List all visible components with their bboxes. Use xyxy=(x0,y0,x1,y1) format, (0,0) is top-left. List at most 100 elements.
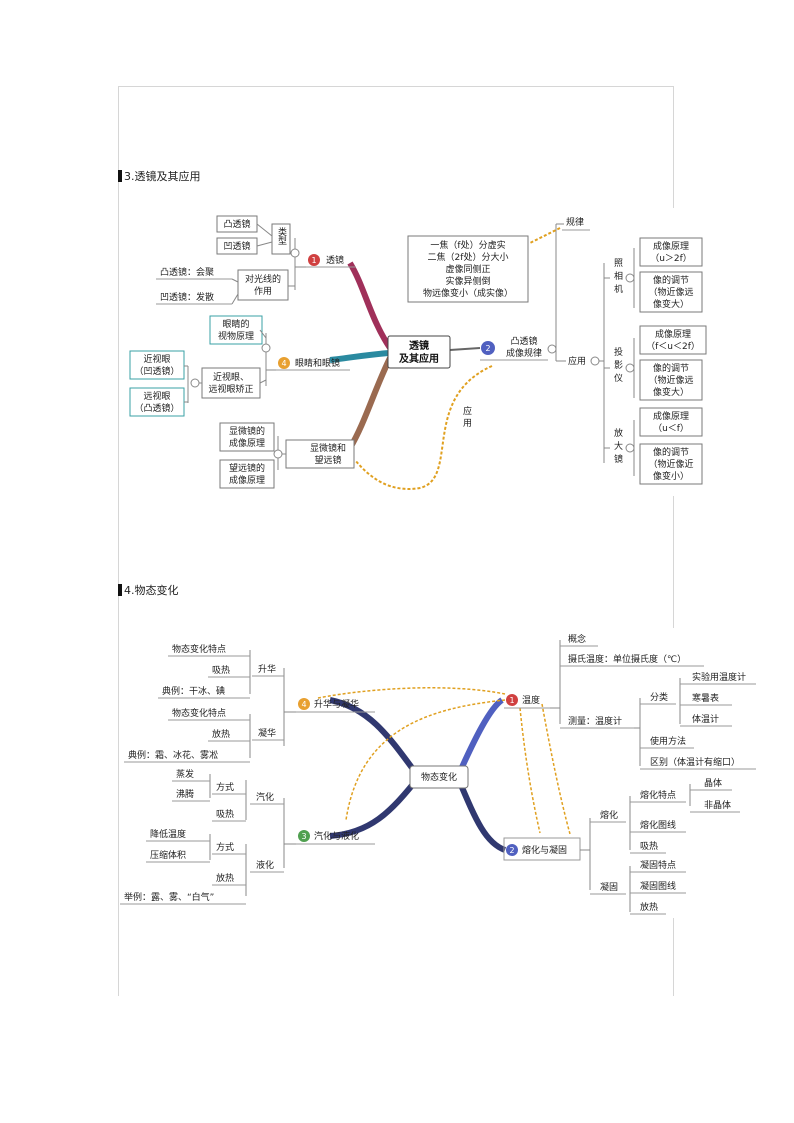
hyperopia-label-2: （凸透镜） xyxy=(134,402,179,414)
section-title-state: 4.物态变化 xyxy=(118,582,179,598)
branch-3-stem xyxy=(347,356,393,450)
branch-4-number: 4 xyxy=(301,700,306,709)
difference-label: 区别（体温计有缩口） xyxy=(650,756,740,768)
magnifier-collapse-icon[interactable] xyxy=(625,443,635,453)
apply-link-text-2: 用 xyxy=(463,418,472,429)
projector-label-3: 仪 xyxy=(614,373,623,384)
branch-4-label: 眼睛和眼镜 xyxy=(295,357,340,369)
magnifier-adjust-1: 像的调节 xyxy=(653,446,689,458)
melt-graph: 熔化图线 xyxy=(640,819,676,831)
apply-collapse-icon[interactable] xyxy=(590,356,600,366)
celsius-label: 摄氏温度：单位摄氏度（℃） xyxy=(568,653,686,665)
rule-label: 规律 xyxy=(566,216,584,228)
arrow-temp-to-vap xyxy=(345,699,506,821)
projector-principle-node xyxy=(639,325,707,355)
b4-link-b xyxy=(259,379,267,384)
frame-right-line xyxy=(673,86,674,996)
apply-arrow xyxy=(354,365,493,490)
effect-node xyxy=(237,269,289,301)
branch-2-label: 熔化与凝固 xyxy=(522,844,567,856)
magnifier-adjust-3: 像变小） xyxy=(653,470,689,482)
melt-heat: 吸热 xyxy=(640,840,658,852)
dep-heat: 放热 xyxy=(212,728,230,740)
compress-label: 压缩体积 xyxy=(150,849,186,861)
branch-4-number-circle xyxy=(298,698,310,710)
clinical-thermometer: 体温计 xyxy=(692,713,719,725)
camera-adjust-1: 像的调节 xyxy=(653,274,689,286)
camera-collapse-icon[interactable] xyxy=(625,273,635,283)
center-label-1: 透镜 xyxy=(409,339,429,352)
camera-principle-2: （u＞2f） xyxy=(650,253,692,264)
myopia-label-1: 近视眼 xyxy=(143,353,170,365)
micro-label-2: 成像原理 xyxy=(229,437,265,449)
branch-3-label-2: 望远镜 xyxy=(314,454,341,466)
correct-collapse-icon[interactable] xyxy=(190,378,200,388)
liquefaction-label: 液化 xyxy=(256,859,274,871)
branch-2-number-circle xyxy=(506,844,518,856)
branch-1-label: 透镜 xyxy=(326,254,344,266)
b4-collapse-icon[interactable] xyxy=(261,343,271,353)
lens-mind-map: .bx { fill:#fff; stroke:#7a7a7a; stroke-… xyxy=(120,208,720,496)
deposition-label: 凝华 xyxy=(258,727,276,739)
apply-link-text-1: 应 xyxy=(463,405,472,417)
myopia-node xyxy=(129,350,185,380)
branch-1-stem xyxy=(455,697,504,778)
branch-1-label: 温度 xyxy=(522,694,540,706)
camera-adjust-3: 像变大） xyxy=(653,298,689,310)
branch-1-number: 1 xyxy=(311,256,316,265)
usage-label: 使用方法 xyxy=(650,735,686,747)
center-label-2: 及其应用 xyxy=(399,352,439,365)
lab-thermometer: 实验用温度计 xyxy=(692,671,746,683)
liq-way: 方式 xyxy=(216,841,234,853)
camera-adjust-node xyxy=(639,271,703,313)
branch-2-number-circle xyxy=(481,341,495,355)
branch-4-number: 4 xyxy=(281,359,286,368)
micro-node xyxy=(219,422,275,452)
branch-2-label-2: 成像规律 xyxy=(506,347,542,359)
projector-adjust-node xyxy=(639,359,703,401)
eye-label-2: 视物原理 xyxy=(218,330,254,342)
boiling-label: 沸腾 xyxy=(176,788,194,800)
projector-adjust-2: （物近像远 xyxy=(648,374,693,386)
projector-collapse-icon[interactable] xyxy=(625,363,635,373)
lower-temp-label: 降低温度 xyxy=(150,828,186,840)
rule-text-4: 实像异侧倒 xyxy=(445,275,490,287)
branch-2-stem xyxy=(449,347,481,351)
magnifier-principle-2: （u＜f） xyxy=(653,423,689,434)
effect-label-2: 作用 xyxy=(254,285,272,297)
b2-collapse-icon[interactable] xyxy=(547,344,557,354)
state-mind-map: .t2 { font-size:9px; fill:#222; } .ul2 {… xyxy=(120,628,760,918)
projector-principle-2: （f＜u＜2f） xyxy=(646,341,700,352)
b4-link-a xyxy=(259,329,267,339)
b1-link-b xyxy=(256,241,273,247)
magnifier-principle-1: 成像原理 xyxy=(653,410,689,422)
b1-link-d xyxy=(231,278,239,283)
dep-feature: 物态变化特点 xyxy=(172,707,226,719)
melting-label: 熔化 xyxy=(600,809,618,821)
tele-label-1: 望远镜的 xyxy=(229,462,265,474)
frame-top-line xyxy=(118,86,674,87)
b1-collapse-icon[interactable] xyxy=(290,248,300,258)
branch-3-label: 汽化与液化 xyxy=(314,830,359,842)
arrow-temp-to-melt xyxy=(519,707,541,834)
b3-collapse-icon[interactable] xyxy=(273,449,283,459)
rule-arrow xyxy=(529,227,561,244)
branch-1-stem xyxy=(347,261,393,350)
b1-link-e xyxy=(231,293,239,305)
type-node xyxy=(271,223,291,255)
sublimation-label: 升华 xyxy=(258,663,276,675)
concept-label: 概念 xyxy=(568,633,586,645)
magnifier-adjust-node xyxy=(639,443,703,485)
camera-label-3: 机 xyxy=(614,283,623,295)
frame-left-line xyxy=(118,86,119,996)
liq-heat: 放热 xyxy=(216,872,234,884)
camera-adjust-2: （物近像远 xyxy=(648,286,693,298)
eye-label-1: 眼睛的 xyxy=(222,318,249,330)
sub-feature: 物态变化特点 xyxy=(172,643,226,655)
micro-label-1: 显微镜的 xyxy=(229,425,265,437)
rule-text-3: 虚像同侧正 xyxy=(445,263,490,275)
hyperopia-label-1: 远视眼 xyxy=(143,390,170,402)
b1-link-a xyxy=(256,223,273,237)
camera-principle-1: 成像原理 xyxy=(653,240,689,252)
magnifier-adjust-2: （物近像近 xyxy=(648,458,693,470)
